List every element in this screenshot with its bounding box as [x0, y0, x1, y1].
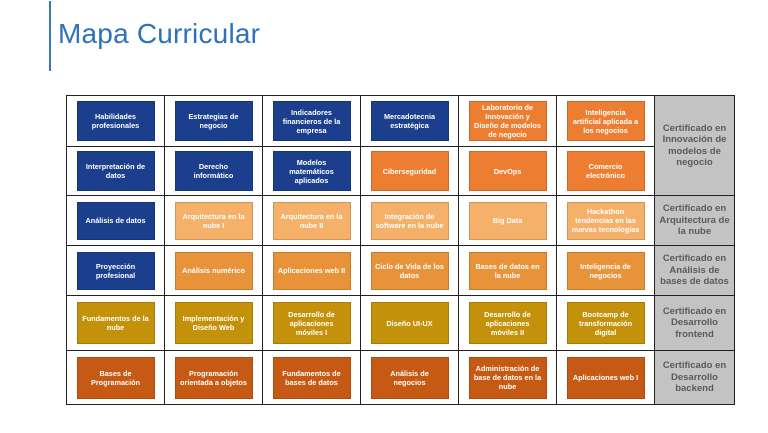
course-box[interactable]: Indicadores financieros de la empresa	[272, 101, 351, 141]
course-box[interactable]: Programación orientada a objetos	[174, 356, 253, 399]
grid-row: Fundamentos de la nube Implementación y …	[66, 295, 735, 351]
grid-row: Análisis de datos Arquitectura en la nub…	[66, 195, 735, 246]
course-box[interactable]: Fundamentos de bases de datos	[272, 356, 351, 399]
course-box[interactable]: Mercadotecnia estratégica	[370, 101, 449, 141]
certificate-backend: Certificado en Desarrollo backend	[654, 350, 735, 405]
course-box[interactable]: Comercio electrónico	[566, 151, 645, 191]
course-box[interactable]: DevOps	[468, 151, 547, 191]
title-accent-bar	[49, 1, 51, 71]
course-box[interactable]: Integración de software en la nube	[370, 201, 449, 240]
course-box[interactable]: Análisis de datos	[76, 201, 155, 240]
course-box[interactable]: Ciberseguridad	[370, 151, 449, 191]
course-box[interactable]: Administración de base de datos en la nu…	[468, 356, 547, 399]
page-title: Mapa Curricular	[58, 18, 261, 49]
grid-row: Proyección profesional Análisis numérico…	[66, 245, 735, 296]
course-box[interactable]: Ciclo de Vida de los datos	[370, 251, 449, 290]
curriculum-grid: Habilidades profesionales Estrategias de…	[66, 95, 735, 405]
course-box[interactable]: Interpretación de datos	[76, 151, 155, 191]
grid-row: Bases de Programación Programación orien…	[66, 350, 735, 405]
course-box[interactable]: Modelos matemáticos aplicados	[272, 151, 351, 191]
course-box[interactable]: Big Data	[468, 201, 547, 240]
course-box[interactable]: Laboratorio de Innovación y Diseño de mo…	[468, 101, 547, 141]
grid-row: Interpretación de datos Derecho informát…	[66, 146, 735, 196]
course-box[interactable]: Análisis numérico	[174, 251, 253, 290]
course-box[interactable]: Inteligencia de negocios	[566, 251, 645, 290]
course-box[interactable]: Arquitectura en la nube II	[272, 201, 351, 240]
course-box[interactable]: Fundamentos de la nube	[76, 302, 155, 344]
course-box[interactable]: Desarrollo de aplicaciones móviles II	[468, 302, 547, 344]
course-box[interactable]: Bootcamp de transformación digital	[566, 302, 645, 344]
course-box[interactable]: Estrategias de negocio	[174, 101, 253, 141]
course-box[interactable]: Arquitectura en la nube I	[174, 201, 253, 240]
course-box[interactable]: Aplicaciones web II	[272, 251, 351, 290]
course-box[interactable]: Habilidades profesionales	[76, 101, 155, 141]
course-box[interactable]: Bases de datos en la nube	[468, 251, 547, 290]
course-box[interactable]: Aplicaciones web I	[566, 356, 645, 399]
course-box[interactable]: Análisis de negocios	[370, 356, 449, 399]
course-box[interactable]: Inteligencia artificial aplicada a los n…	[566, 101, 645, 141]
grid-row: Habilidades profesionales Estrategias de…	[66, 95, 735, 196]
course-box[interactable]: Hackathon tendencias en las nuevas tecno…	[566, 201, 645, 240]
course-box[interactable]: Implementación y Diseño Web	[174, 302, 253, 344]
course-box[interactable]: Desarrollo de aplicaciones móviles I	[272, 302, 351, 344]
course-box[interactable]: Proyección profesional	[76, 251, 155, 290]
certificate-frontend: Certificado en Desarrollo frontend	[654, 295, 735, 351]
course-box[interactable]: Bases de Programación	[76, 356, 155, 399]
certificate-analisis-bd: Certificado en Análisis de bases de dato…	[654, 245, 735, 296]
certificate-arquitectura: Certificado en Arquitectura de la nube	[654, 195, 735, 246]
certificate-innovacion: Certificado en Innovación de modelos de …	[654, 95, 735, 196]
course-box[interactable]: Diseño UI-UX	[370, 302, 449, 344]
course-box[interactable]: Derecho informático	[174, 151, 253, 191]
